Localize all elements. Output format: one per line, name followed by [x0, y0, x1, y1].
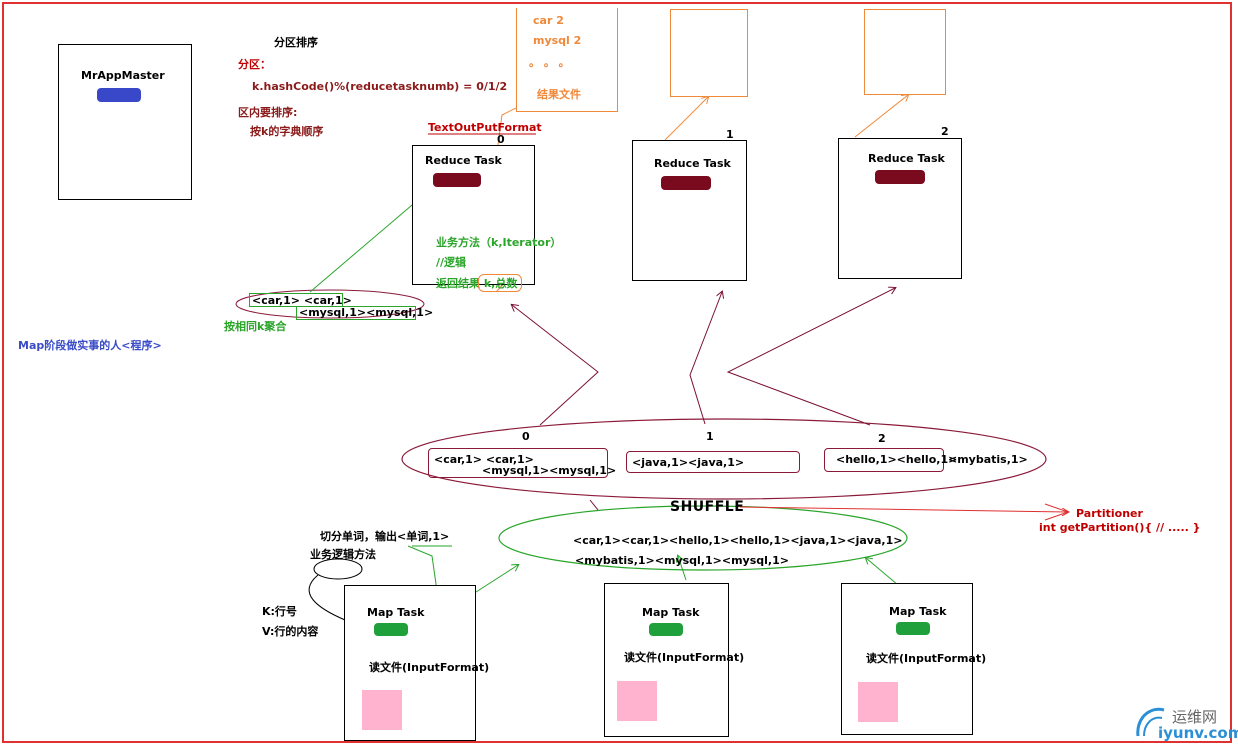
reduce-task-0: Reduce Task: [412, 145, 535, 285]
reduce-number-2: 2: [941, 125, 949, 138]
map-task-1: Map Task 读文件(InputFormat): [604, 583, 744, 737]
reduce-pill: [875, 170, 925, 184]
reduce-number-1: 1: [726, 128, 734, 141]
output-file-1: [670, 9, 748, 97]
shuffle-line-1: <car,1><car,1><hello,1><hello,1><java,1>…: [573, 534, 903, 547]
partition-1: <java,1><java,1>: [632, 456, 745, 469]
reduce-task-label: Reduce Task: [868, 152, 945, 165]
map-task-0: Map Task 读文件(InputFormat): [344, 585, 489, 741]
watermark-url: iyunv.com: [1158, 724, 1238, 742]
sort-label: 区内要排序:: [238, 106, 298, 119]
map-read-label: 读文件(InputFormat): [866, 652, 987, 665]
k-label: K:行号: [262, 605, 297, 618]
partitioner-title: Partitioner: [1076, 507, 1143, 520]
grouped-row-box-2: [296, 306, 416, 320]
map-read-label: 读文件(InputFormat): [369, 661, 490, 674]
input-file-block: [362, 690, 402, 730]
partition-ellipse: [401, 418, 1047, 500]
map-pill: [649, 623, 683, 636]
partition-box-1: [626, 451, 800, 473]
map-task-2: Map Task 读文件(InputFormat): [841, 583, 986, 735]
mrappmaster-box: MrAppMaster: [58, 44, 192, 200]
v-label: V:行的内容: [262, 625, 319, 638]
map-task-label: Map Task: [889, 605, 947, 618]
reduce-number-0: 0: [497, 133, 505, 146]
partition-number-1: 1: [706, 430, 714, 443]
reduce-logic-line: //逻辑: [436, 256, 467, 269]
grouped-label: 按相同k聚合: [224, 320, 287, 333]
watermark-logo-icon: [1134, 702, 1170, 742]
reduce-task-label: Reduce Task: [654, 157, 731, 170]
map-note: Map阶段做实事的人<程序>: [18, 339, 162, 352]
shuffle-ellipse: [498, 505, 908, 571]
grouped-row-2: <mysql,1><mysql,1>: [299, 306, 434, 319]
output-file-2: [864, 9, 946, 95]
partition-label: 分区：: [238, 58, 271, 71]
reduce-task-2: Reduce Task: [838, 138, 962, 279]
mrappmaster-label: MrAppMaster: [81, 69, 165, 82]
map-read-label: 读文件(InputFormat): [624, 651, 745, 664]
reduce-task-label: Reduce Task: [425, 154, 502, 167]
watermark-cn: 运维网: [1172, 708, 1218, 726]
partitioner-code: int getPartition(){ // ..... }: [1039, 521, 1201, 534]
partition-0-line2: <mysql,1><mysql,1>: [482, 464, 617, 477]
partition-box-2: [824, 448, 944, 472]
output-line: mysql 2: [533, 34, 582, 47]
grouped-row-1: <car,1> <car,1>: [252, 294, 352, 307]
partition-formula: k.hashCode()%(reducetasknumb) = 0/1/2: [252, 80, 508, 93]
reduce-logic-line: 返回结果 k,总数: [436, 277, 518, 290]
split-label: 切分单词，输出<单词,1>: [320, 530, 450, 543]
map-pill: [374, 623, 408, 636]
input-file-block: [858, 682, 898, 722]
map-task-label: Map Task: [642, 606, 700, 619]
output-file-label: 结果文件: [537, 88, 581, 101]
partition-number-0: 0: [522, 430, 530, 443]
map-pill: [896, 622, 930, 635]
notes-title: 分区排序: [274, 36, 318, 49]
logic-ellipse: [313, 558, 363, 580]
result-highlight: [478, 274, 522, 292]
sort-rule: 按k的字典顺序: [250, 125, 324, 138]
text-output-format: TextOutPutFormat: [428, 121, 542, 134]
map-task-label: Map Task: [367, 606, 425, 619]
reduce-pill: [433, 173, 481, 187]
reduce-task-1: Reduce Task: [632, 140, 747, 281]
logic-label: 业务逻辑方法: [310, 548, 376, 561]
shuffle-line-2: <mybatis,1><mysql,1><mysql,1>: [575, 554, 789, 567]
shuffle-title: SHUFFLE: [670, 499, 745, 515]
reduce-logic-line: 业务方法（k,Iterator）: [436, 236, 562, 249]
partition-box-0: [428, 448, 608, 478]
reduce-pill: [661, 176, 711, 190]
output-line: 。 。 。: [529, 56, 570, 69]
input-file-block: [617, 681, 657, 721]
output-line: car 2: [533, 14, 564, 27]
output-file-0: car 2 mysql 2 。 。 。 结果文件: [516, 8, 618, 112]
grouped-ellipse: [235, 289, 425, 319]
partition-2-a: <hello,1><hello,1>: [836, 453, 958, 466]
partition-0-line1: <car,1> <car,1>: [434, 453, 534, 466]
appmaster-pill: [97, 88, 141, 102]
partition-2-b: <mybatis,1>: [948, 453, 1028, 466]
partition-number-2: 2: [878, 432, 886, 445]
